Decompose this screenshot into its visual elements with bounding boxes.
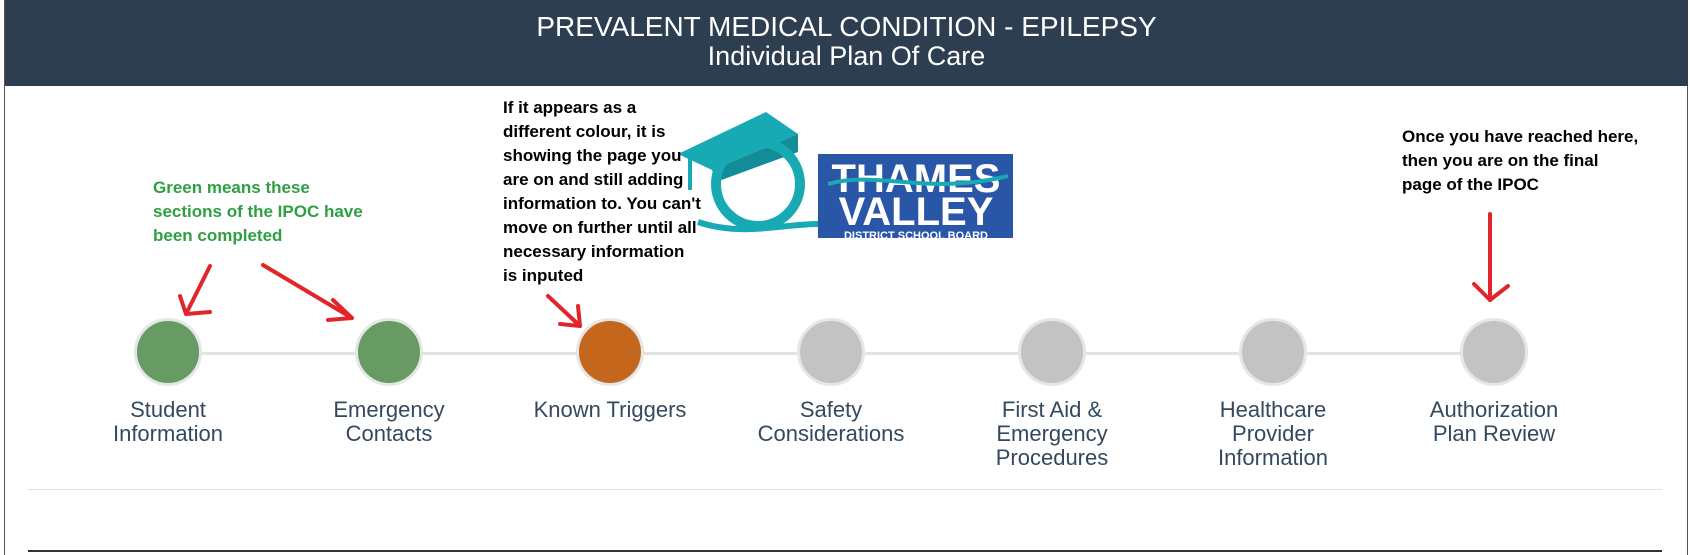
section-divider: [28, 489, 1662, 490]
step-status-dot[interactable]: [1460, 318, 1528, 386]
step-known-triggers[interactable]: Known Triggers: [490, 318, 730, 422]
step-status-dot[interactable]: [797, 318, 865, 386]
step-status-dot[interactable]: [576, 318, 644, 386]
completed-annotation: Green means these sections of the IPOC h…: [153, 178, 363, 245]
window-frame: [4, 0, 1688, 555]
step-status-dot[interactable]: [1239, 318, 1307, 386]
step-status-dot[interactable]: [134, 318, 202, 386]
step-status-dot[interactable]: [355, 318, 423, 386]
step-status-dot[interactable]: [1018, 318, 1086, 386]
current-page-annotation: If it appears as a different colour, it …: [503, 98, 701, 285]
final-page-annotation: Once you have reached here, then you are…: [1402, 127, 1639, 194]
step-label: Known Triggers: [533, 397, 687, 422]
logo-text-board: DISTRICT SCHOOL BOARD: [844, 230, 988, 242]
page-title: PREVALENT MEDICAL CONDITION - EPILEPSY: [536, 11, 1157, 42]
page-subtitle: Individual Plan Of Care: [707, 41, 986, 71]
content-border: [28, 550, 1662, 552]
logo-text-valley: VALLEY: [839, 190, 994, 234]
page-header: PREVALENT MEDICAL CONDITION - EPILEPSY I…: [5, 0, 1688, 86]
thames-valley-logo: THAMES VALLEY DISTRICT SCHOOL BOARD: [678, 112, 1013, 242]
